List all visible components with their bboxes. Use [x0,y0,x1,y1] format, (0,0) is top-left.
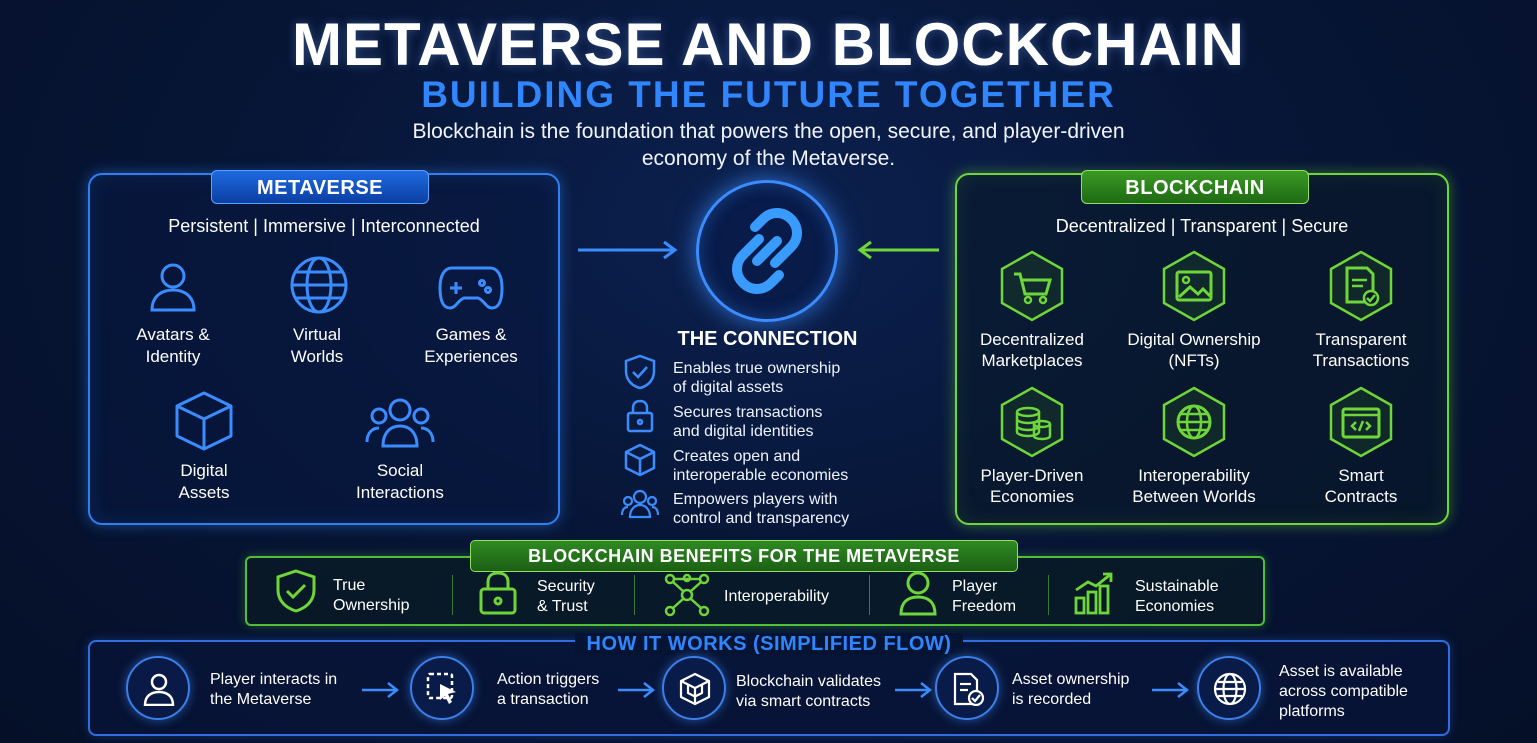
shield-check-icon [624,354,656,395]
flow-step-5: Asset is available across compatible pla… [1279,663,1408,720]
arrow-right-icon [576,240,680,265]
flow-step-2: Action triggers a transaction [497,671,600,708]
chain-link-icon [696,180,838,322]
connection-point-1: Enables true ownership of digital assets [673,360,841,396]
code-window-icon [1327,386,1395,458]
flow-step-4-icon-circle [935,656,999,720]
blockchain-label: BLOCKCHAIN [1081,170,1309,204]
document-check-icon [953,672,985,706]
metaverse-item-worlds: Virtual Worlds [290,325,344,366]
benefit-freedom: Player Freedom [952,578,1017,615]
flow-step-3-icon-circle [662,656,726,720]
globe-icon [1160,386,1228,458]
globe-icon [288,254,350,321]
flow-arrow-icon [360,680,400,705]
globe-icon [1213,672,1247,706]
user-icon [898,570,938,621]
shield-check-icon [275,568,317,619]
blockchain-item-economies: Player-Driven Economies [980,466,1084,506]
benefit-interoperability: Interoperability [724,588,829,605]
flow-step-4: Asset ownership is recorded [1012,671,1130,708]
growth-chart-icon [1073,570,1117,621]
document-check-icon [1327,250,1395,322]
benefit-divider [452,575,453,615]
connection-title: THE CONNECTION [677,328,858,350]
flow-step-5-icon-circle [1197,656,1261,720]
benefit-divider [1048,575,1049,615]
cube-icon [624,443,656,482]
benefit-divider [634,575,635,615]
lock-icon [478,570,518,621]
blockchain-item-marketplaces: Decentralized Marketplaces [980,330,1084,370]
flow-arrow-icon [616,680,656,705]
group-icon [620,489,660,524]
benefit-security: Security & Trust [537,578,595,615]
gamepad-icon [438,262,504,317]
benefits-title: BLOCKCHAIN BENEFITS FOR THE METAVERSE [470,540,1018,572]
cursor-click-icon [426,672,456,704]
user-icon [143,673,175,706]
blockchain-tagline: Decentralized | Transparent | Secure [1055,216,1349,236]
group-icon [365,396,435,455]
cart-icon [998,250,1066,322]
flow-step-2-icon-circle [410,656,474,720]
connection-point-3: Creates open and interoperable economies [673,448,849,484]
coins-icon [998,386,1066,458]
blockchain-panel [955,173,1449,525]
flow-step-1: Player interacts in the Metaverse [210,671,338,708]
metaverse-label: METAVERSE [211,170,429,204]
benefit-ownership: True Ownership [333,577,410,614]
network-icon [664,573,710,622]
lock-icon [626,399,654,438]
intro-text: Blockchain is the foundation that powers… [0,118,1537,172]
connection-point-4: Empowers players with control and transp… [673,491,850,527]
metaverse-item-avatars: Avatars & Identity [136,325,210,366]
user-icon [145,258,201,319]
flow-title: HOW IT WORKS (SIMPLIFIED FLOW) [88,633,1450,656]
flow-arrow-icon [893,680,933,705]
connection-point-2: Secures transactions and digital identit… [673,404,823,440]
cube-icon [174,390,234,457]
page-title: METAVERSE AND BLOCKCHAIN [292,11,1245,78]
metaverse-item-social: Social Interactions [356,461,444,502]
metaverse-item-assets: Digital Assets [178,461,230,502]
intro-line-2: economy of the Metaverse. [641,147,896,170]
arrow-left-icon [857,240,941,265]
page-subtitle: BUILDING THE FUTURE TOGETHER [421,74,1116,115]
image-icon [1160,250,1228,322]
benefit-economies: Sustainable Economies [1135,578,1219,615]
intro-line-1: Blockchain is the foundation that powers… [412,120,1125,143]
metaverse-item-games: Games & Experiences [424,325,518,366]
metaverse-tagline: Persistent | Immersive | Interconnected [168,216,480,236]
flow-arrow-icon [1150,680,1190,705]
blockchain-item-nfts: Digital Ownership (NFTs) [1127,330,1261,370]
blockchain-item-transactions: Transparent Transactions [1312,330,1410,370]
flow-step-1-icon-circle [126,656,190,720]
blockchain-item-interoperability: Interoperability Between Worlds [1132,466,1256,506]
block-icon [679,672,711,706]
flow-step-3: Blockchain validates via smart contracts [736,673,881,710]
benefit-divider [869,575,870,615]
blockchain-item-contracts: Smart Contracts [1324,466,1398,506]
metaverse-panel [88,173,560,525]
